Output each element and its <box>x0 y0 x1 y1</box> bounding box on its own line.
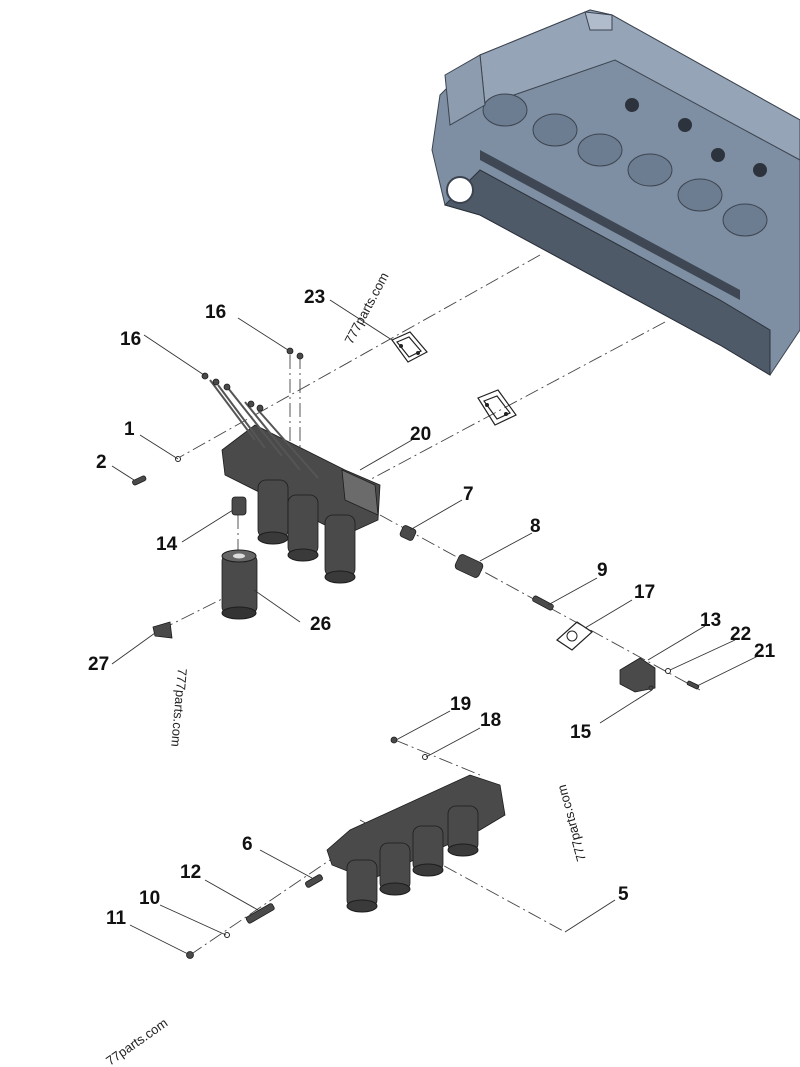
callout-21: 21 <box>754 641 776 662</box>
callout-8: 8 <box>530 516 541 537</box>
filter-housing-upper <box>209 379 381 584</box>
callout-2: 2 <box>96 452 107 473</box>
gasket-23 <box>391 331 428 363</box>
watermark-4: 77parts.com <box>103 1015 170 1067</box>
callout-7: 7 <box>463 484 474 505</box>
callout-16-top: 16 <box>205 302 226 323</box>
callout-1: 1 <box>124 419 135 440</box>
callout-16-left: 16 <box>120 329 141 350</box>
callout-14: 14 <box>156 534 178 555</box>
callout-13: 13 <box>700 610 721 631</box>
callout-10: 10 <box>139 888 160 909</box>
callout-18: 18 <box>480 710 501 731</box>
callout-6: 6 <box>242 834 253 855</box>
callout-5: 5 <box>618 884 629 905</box>
filter-housing-lower <box>326 774 506 913</box>
callout-11: 11 <box>106 908 127 929</box>
callout-20: 20 <box>410 424 431 445</box>
callout-15: 15 <box>570 722 592 743</box>
callout-23: 23 <box>304 287 325 308</box>
callout-26: 26 <box>310 614 331 635</box>
callout-22: 22 <box>730 624 751 645</box>
callout-9: 9 <box>597 560 608 581</box>
watermark-2: 777parts.com <box>168 668 190 748</box>
callout-17: 17 <box>634 582 655 603</box>
watermark-3: 777parts.com <box>554 783 589 863</box>
callout-27: 27 <box>88 654 109 675</box>
gasket-front <box>477 389 517 426</box>
engine-block <box>431 9 800 376</box>
callout-19: 19 <box>450 694 471 715</box>
callout-12: 12 <box>180 862 201 883</box>
filter-element <box>221 549 258 620</box>
